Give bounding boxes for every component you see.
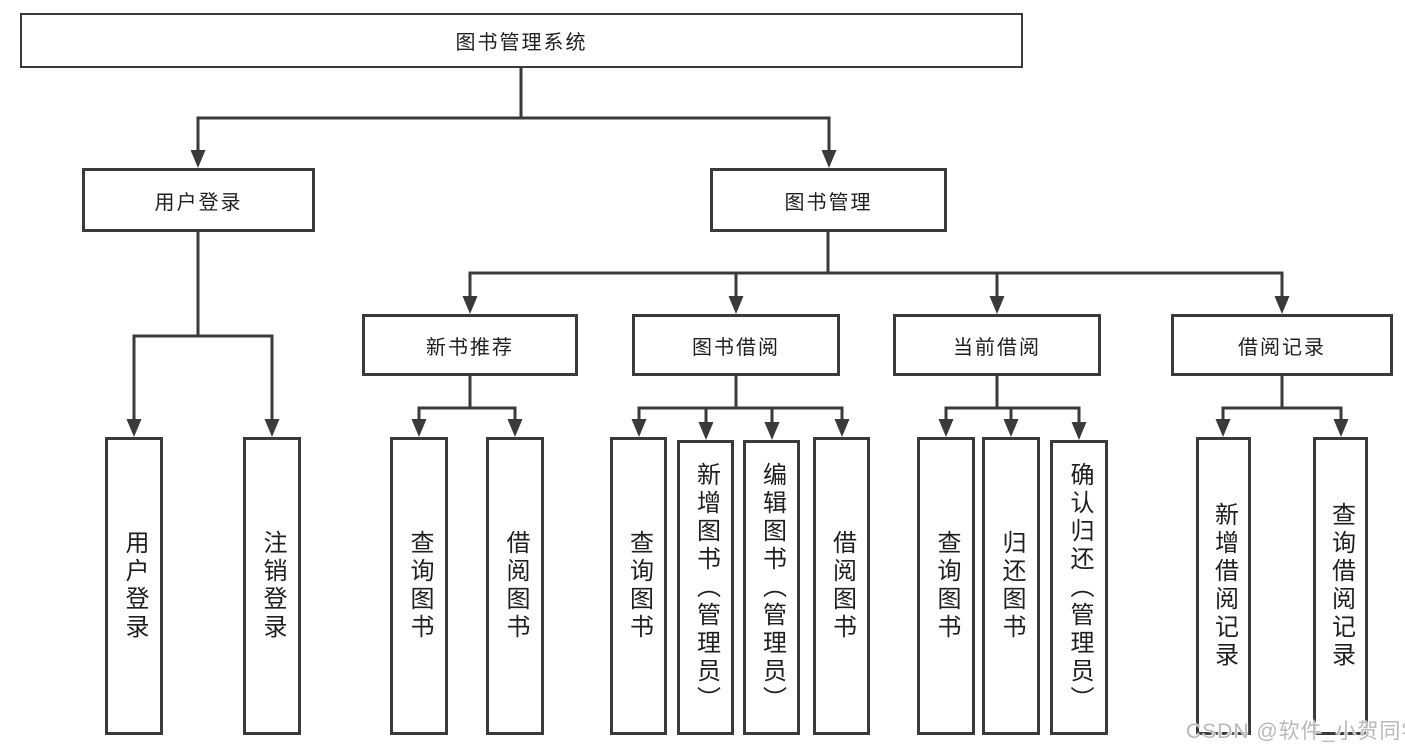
- node-label: 查询借阅记录: [1327, 502, 1355, 670]
- node-current-borrow: 当前借阅: [893, 314, 1101, 376]
- node-user-login: 用户登录: [82, 168, 315, 232]
- connector-root-to-level2: [190, 68, 837, 168]
- node-label: 用户登录: [121, 530, 148, 642]
- node-label: 编辑图书（管理员）: [758, 461, 786, 714]
- leaf-borrow-borrow: 借阅图书: [813, 437, 870, 735]
- leaf-record-add: 新增借阅记录: [1196, 437, 1251, 735]
- node-label: 借阅图书: [502, 530, 529, 642]
- node-label: 当前借阅: [953, 336, 1041, 359]
- node-label: 归还图书: [998, 530, 1025, 642]
- node-label: 用户登录: [154, 191, 243, 214]
- node-label: 确认归还（管理员）: [1066, 461, 1093, 714]
- node-label: 注销登录: [259, 530, 286, 642]
- node-label: 新增借阅记录: [1210, 502, 1238, 670]
- leaf-newbook-query: 查询图书: [390, 437, 448, 735]
- leaf-borrow-edit: 编辑图书（管理员）: [743, 440, 800, 735]
- node-label: 查询图书: [625, 530, 653, 642]
- node-root: 图书管理系统: [20, 13, 1023, 68]
- node-book-mgmt: 图书管理: [710, 168, 947, 232]
- node-label: 查询图书: [406, 530, 433, 642]
- leaf-borrow-query: 查询图书: [610, 437, 667, 735]
- connector-book-borrow-children: [631, 376, 850, 440]
- connector-book-mgmt-children: [462, 232, 1290, 314]
- leaf-user-login: 用户登录: [105, 437, 163, 735]
- node-label: 图书管理系统: [455, 32, 588, 54]
- leaf-borrow-add: 新增图书（管理员）: [677, 440, 734, 735]
- leaf-current-return: 归还图书: [982, 437, 1040, 735]
- connector-new-book-children: [411, 376, 523, 437]
- leaf-current-confirm: 确认归还（管理员）: [1050, 440, 1108, 735]
- node-label: 新增图书（管理员）: [692, 461, 720, 714]
- node-borrow-record: 借阅记录: [1171, 314, 1393, 376]
- node-label: 图书借阅: [692, 336, 780, 359]
- node-label: 图书管理: [784, 191, 873, 214]
- leaf-logout: 注销登录: [243, 437, 301, 735]
- node-label: 借阅图书: [828, 530, 856, 642]
- connector-user-login-children: [126, 232, 280, 437]
- leaf-current-query: 查询图书: [917, 437, 975, 735]
- leaf-newbook-borrow: 借阅图书: [486, 437, 544, 735]
- csdn-watermark: CSDN @软件_小贺同学: [1186, 720, 1405, 743]
- node-label: 新书推荐: [426, 336, 514, 359]
- leaf-record-query: 查询借阅记录: [1313, 437, 1368, 735]
- node-new-book: 新书推荐: [362, 314, 578, 376]
- node-label: 查询图书: [933, 530, 960, 642]
- node-label: 借阅记录: [1238, 336, 1326, 359]
- node-book-borrow: 图书借阅: [632, 314, 840, 376]
- connector-current-borrow-children: [938, 376, 1087, 440]
- connector-borrow-record-children: [1215, 376, 1349, 437]
